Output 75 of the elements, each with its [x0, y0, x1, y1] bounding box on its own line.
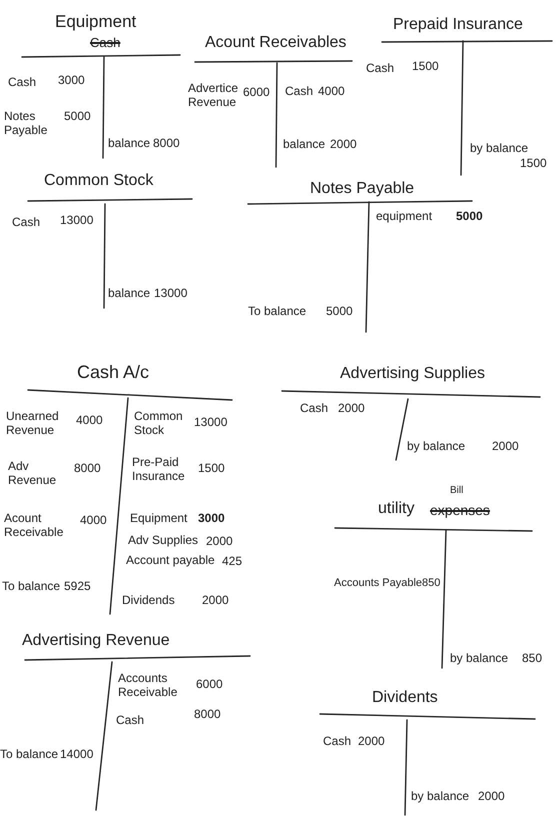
- entry-text: Cash: [323, 735, 352, 749]
- amount-text: 2000: [202, 594, 229, 608]
- entry-text: Acount Receivable: [4, 512, 64, 540]
- entry-text: Adv Revenue: [8, 460, 58, 488]
- amount-text: 2000: [338, 402, 365, 416]
- amount-text: 3000: [198, 512, 225, 526]
- amount-text: 850: [522, 652, 542, 666]
- entry-text: by balance: [450, 652, 508, 666]
- entry-text: balance: [283, 138, 326, 152]
- account-title: Common Stock: [44, 172, 154, 190]
- entry-text: by balance: [470, 142, 528, 156]
- account-title: Notes Payable: [310, 180, 414, 198]
- amount-text: 5000: [64, 110, 91, 124]
- entry-text: Accounts Payable: [334, 577, 422, 590]
- amount-text: 13000: [154, 287, 188, 301]
- entry-text: Cash: [12, 216, 40, 230]
- entry-text: by balance: [411, 790, 470, 804]
- amount-text: 6000: [243, 86, 270, 100]
- amount-text: 14000: [60, 748, 94, 762]
- entry-text: Accounts Receivable: [118, 672, 178, 700]
- amount-text: 1500: [520, 157, 547, 171]
- amount-text: 2000: [478, 790, 505, 804]
- entry-text: Notes Payable: [4, 110, 48, 138]
- entry-text: Common Stock: [134, 410, 184, 438]
- entry-text: Cash: [285, 85, 314, 99]
- entry-text: balance: [108, 287, 150, 301]
- amount-text: 1500: [198, 462, 225, 476]
- amount-text: 2000: [206, 535, 233, 549]
- entry-text: Advertice Revenue: [188, 82, 240, 110]
- amount-text: 2000: [358, 735, 385, 749]
- entry-text: Dividends: [122, 594, 175, 608]
- entry-text: Cash: [8, 76, 36, 90]
- amount-text: 13000: [194, 416, 228, 430]
- account-title: Advertising Supplies: [340, 365, 485, 384]
- entry-text: Unearned Revenue: [6, 410, 60, 438]
- amount-text: 4000: [80, 514, 107, 528]
- entry-text: Cash: [366, 62, 394, 76]
- account-title: Cash A/c: [77, 362, 150, 383]
- amount-text: 8000: [74, 462, 101, 476]
- entry-text: To balance: [248, 305, 306, 319]
- amount-text: 425: [222, 555, 242, 569]
- amount-text: 850: [422, 577, 440, 590]
- entry-text: by balance: [407, 440, 466, 454]
- amount-text: 1500: [412, 60, 439, 74]
- account-title: Acount Receivables: [205, 34, 346, 52]
- amount-text: 13000: [60, 214, 94, 228]
- struck-out-text: expenses: [430, 502, 490, 518]
- account-title: Prepaid Insurance: [393, 16, 523, 34]
- struck-out-text: Cash: [90, 36, 120, 51]
- account-title: Advertising Revenue: [22, 632, 170, 650]
- entry-text: balance: [108, 137, 150, 151]
- entry-text: Pre-Paid Insurance: [132, 456, 186, 484]
- entry-text: To balance: [0, 748, 58, 762]
- amount-text: 5000: [326, 305, 353, 319]
- amount-text: 3000: [58, 74, 85, 88]
- entry-text: equipment: [376, 210, 432, 224]
- account-title: Dividents: [372, 689, 438, 708]
- account-title: utility: [378, 500, 414, 518]
- amount-text: 5925: [64, 580, 91, 594]
- entry-text: To balance: [2, 580, 60, 594]
- amount-text: 6000: [196, 678, 223, 692]
- entry-text: Equipment: [130, 512, 188, 526]
- entry-text: Account payable: [126, 554, 215, 568]
- account-title: Equipment: [55, 12, 136, 32]
- entry-text: Cash: [116, 714, 144, 728]
- amount-text: 2000: [330, 138, 357, 152]
- amount-text: 8000: [194, 708, 221, 722]
- amount-text: 2000: [492, 440, 519, 454]
- entry-text: Cash: [300, 402, 328, 416]
- amount-text: 8000: [153, 137, 180, 151]
- amount-text: 5000: [456, 210, 483, 224]
- entry-text: Adv Supplies: [128, 534, 198, 548]
- correction-text: Bill: [450, 485, 464, 496]
- amount-text: 4000: [76, 414, 103, 428]
- amount-text: 4000: [318, 85, 345, 99]
